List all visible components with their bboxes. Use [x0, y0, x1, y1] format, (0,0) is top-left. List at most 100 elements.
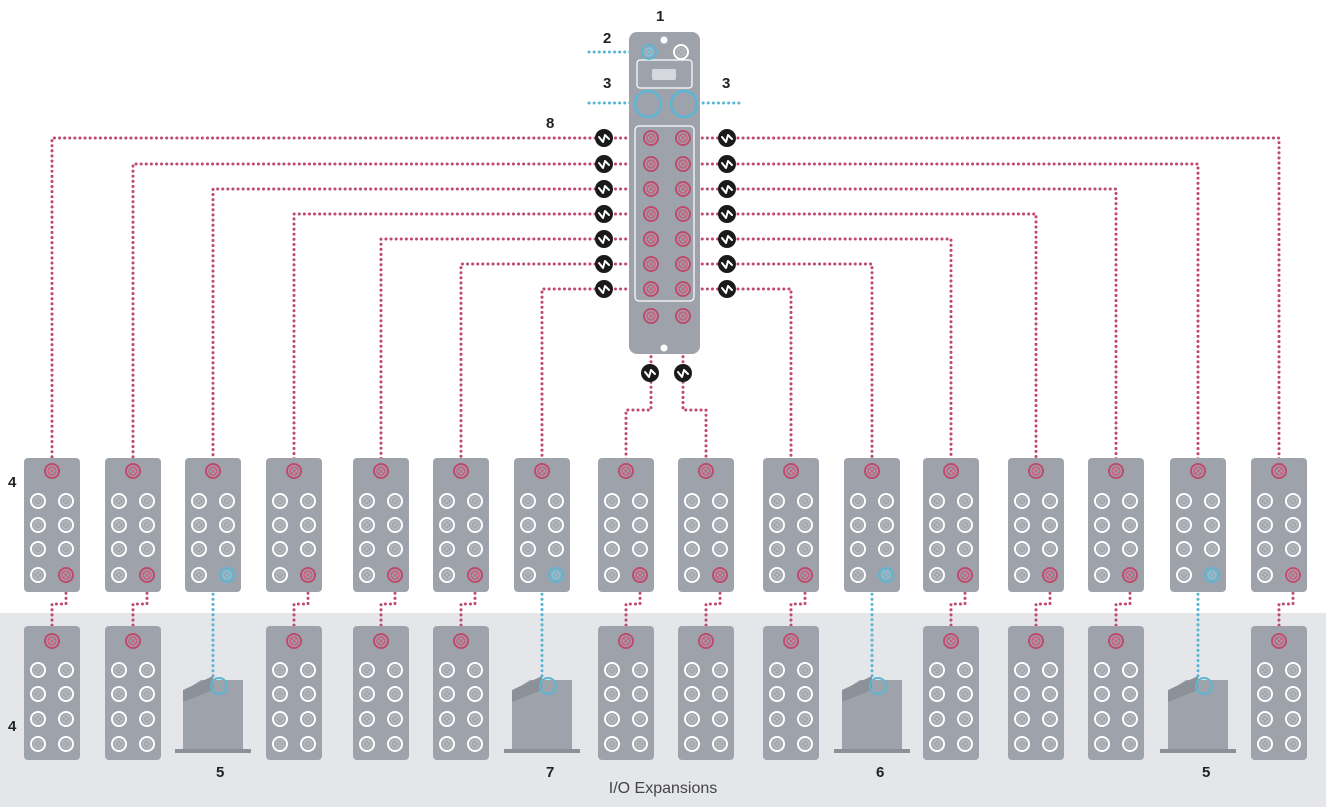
m12-port-icon [300, 541, 316, 557]
m12-port-icon [387, 686, 403, 702]
link-line [50, 136, 643, 472]
link-line [131, 162, 643, 472]
m12-port-icon [300, 493, 316, 509]
io-link-symbol-icon [718, 155, 736, 173]
m12-port-icon [643, 130, 659, 146]
m12-port-icon [1014, 567, 1030, 583]
m12-port-icon [111, 567, 127, 583]
m12-port-icon [618, 633, 634, 649]
m12-port-icon [30, 567, 46, 583]
m12-port-icon [387, 662, 403, 678]
io-hub-module [24, 458, 80, 592]
m12-port-icon [643, 156, 659, 172]
m12-port-icon [359, 541, 375, 557]
m12-port-icon [387, 517, 403, 533]
callout-1: 1 [656, 8, 665, 25]
m12-port-icon [439, 686, 455, 702]
m12-port-icon [219, 517, 235, 533]
m12-port-icon [467, 686, 483, 702]
m12-port-icon [632, 686, 648, 702]
m12-port-icon [957, 711, 973, 727]
m12-port-icon [191, 493, 207, 509]
m12-port-icon [643, 281, 659, 297]
m12-port-icon [675, 281, 691, 297]
m12-port-icon [1122, 541, 1138, 557]
io-expansions-label: I/O Expansions [608, 780, 718, 797]
m12-port-icon [439, 517, 455, 533]
m12-port-icon [453, 463, 469, 479]
io-link-symbol-icon [718, 129, 736, 147]
fieldbus-port-icon [669, 89, 699, 119]
m12-port-icon [191, 517, 207, 533]
m12-port-icon [632, 711, 648, 727]
m12-port-icon [1257, 662, 1273, 678]
m12-port-icon [467, 711, 483, 727]
m12-port-icon [1204, 493, 1220, 509]
m12-port-icon [604, 567, 620, 583]
m12-port-icon [1108, 633, 1124, 649]
link-line [1114, 581, 1132, 635]
m12-port-icon [797, 567, 813, 583]
m12-port-icon [387, 493, 403, 509]
m12-port-icon [698, 463, 714, 479]
m12-port-icon [769, 662, 785, 678]
m12-port-icon [58, 686, 74, 702]
m12-port-icon [1257, 736, 1273, 752]
m12-port-icon [797, 686, 813, 702]
m12-port-icon [604, 662, 620, 678]
link-line [379, 237, 643, 472]
link-line [292, 212, 643, 472]
m12-port-icon [359, 662, 375, 678]
m12-port-icon [675, 181, 691, 197]
m12-port-icon [272, 736, 288, 752]
m12-port-icon [957, 686, 973, 702]
power-supply-base [504, 749, 580, 753]
m12-port-icon [387, 736, 403, 752]
link-line [690, 162, 1200, 472]
m12-port-icon [58, 711, 74, 727]
power-supply-connector [1168, 676, 1198, 702]
m12-port-icon [797, 711, 813, 727]
m12-port-icon [943, 463, 959, 479]
m12-port-icon [111, 711, 127, 727]
port-panel-frame [634, 125, 695, 302]
m12-port-icon [712, 686, 728, 702]
m12-port-icon [373, 463, 389, 479]
m12-port-icon [139, 662, 155, 678]
power-supply-icon [842, 680, 902, 749]
m12-port-icon [1028, 463, 1044, 479]
fieldbus-port-icon [633, 89, 663, 119]
m12-port-icon [1257, 567, 1273, 583]
m12-port-icon [1042, 662, 1058, 678]
link-line [789, 581, 807, 635]
m12-port-icon [467, 493, 483, 509]
m12-port-icon [359, 736, 375, 752]
m12-port-icon [684, 567, 700, 583]
m12-port-icon [1094, 711, 1110, 727]
m12-port-icon [1094, 686, 1110, 702]
m12-port-icon [30, 493, 46, 509]
m12-port-icon [1204, 517, 1220, 533]
link-line [459, 581, 477, 635]
m12-port-icon [1176, 541, 1192, 557]
io-link-symbol-icon [595, 230, 613, 248]
m12-port-icon [1285, 736, 1301, 752]
io-hub-module [185, 458, 241, 592]
m12-port-icon [684, 517, 700, 533]
link-line [690, 212, 1038, 472]
m12-port-icon [286, 463, 302, 479]
link-line [379, 581, 397, 635]
m12-port-icon [1122, 567, 1138, 583]
m12-port-icon [1042, 493, 1058, 509]
power-port-icon [210, 677, 228, 695]
m12-port-icon [359, 567, 375, 583]
callout-4-bottom: 4 [8, 718, 17, 735]
m12-port-icon [272, 567, 288, 583]
m12-port-icon [929, 662, 945, 678]
m12-port-icon [604, 686, 620, 702]
m12-port-icon [1014, 711, 1030, 727]
io-link-symbol-icon [674, 364, 692, 382]
m12-port-icon [1042, 736, 1058, 752]
m12-port-icon [467, 662, 483, 678]
